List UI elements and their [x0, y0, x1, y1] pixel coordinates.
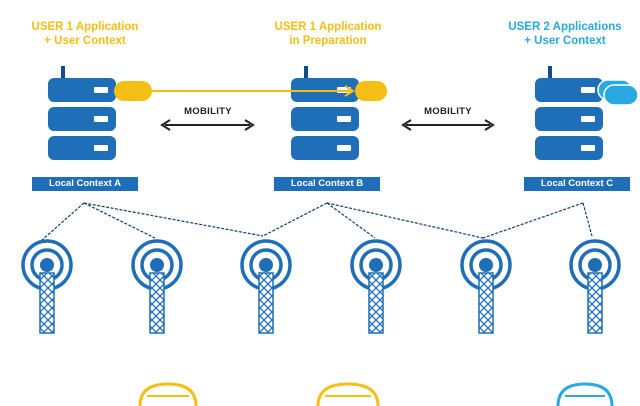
user-device-3	[556, 382, 614, 406]
header-user2-apps-context: USER 2 Applications + User Context	[490, 20, 640, 48]
header-line: + User Context	[524, 35, 606, 47]
app-pill-user1-b	[355, 81, 387, 101]
context-label-b: Local Context B	[274, 177, 380, 191]
header-line: USER 1 Application	[274, 21, 382, 33]
header-line: in Preparation	[289, 35, 367, 47]
network-links	[41, 202, 593, 241]
mobility-arrow-b-c	[401, 119, 495, 131]
server-stack-a	[48, 66, 116, 160]
header-user1-app-context: USER 1 Application + User Context	[10, 20, 160, 48]
user-device-2	[316, 382, 380, 406]
header-line: + User Context	[44, 35, 126, 47]
context-label-a: Local Context A	[32, 177, 138, 191]
header-user1-app-preparation: USER 1 Application in Preparation	[253, 20, 403, 48]
cell-tower-1	[21, 239, 73, 334]
cell-tower-3	[240, 239, 292, 334]
header-line: USER 2 Applications	[508, 21, 622, 33]
app-pill-user1-a	[114, 81, 152, 101]
header-line: USER 1 Application	[31, 21, 139, 33]
server-stack-b	[291, 66, 359, 160]
server-stack-c	[535, 66, 603, 160]
cell-tower-4	[350, 239, 402, 334]
app-pills-user2-c	[597, 79, 639, 106]
mobility-arrow-a-b	[160, 119, 255, 131]
context-label-c: Local Context C	[524, 177, 630, 191]
cell-tower-5	[460, 239, 512, 334]
mobility-label-b-c: MOBILITY	[424, 106, 472, 117]
cell-tower-6	[569, 239, 621, 334]
mobility-label-a-b: MOBILITY	[184, 106, 232, 117]
migration-arrow	[152, 85, 355, 97]
cell-tower-2	[131, 239, 183, 334]
user-device-1	[138, 382, 198, 406]
